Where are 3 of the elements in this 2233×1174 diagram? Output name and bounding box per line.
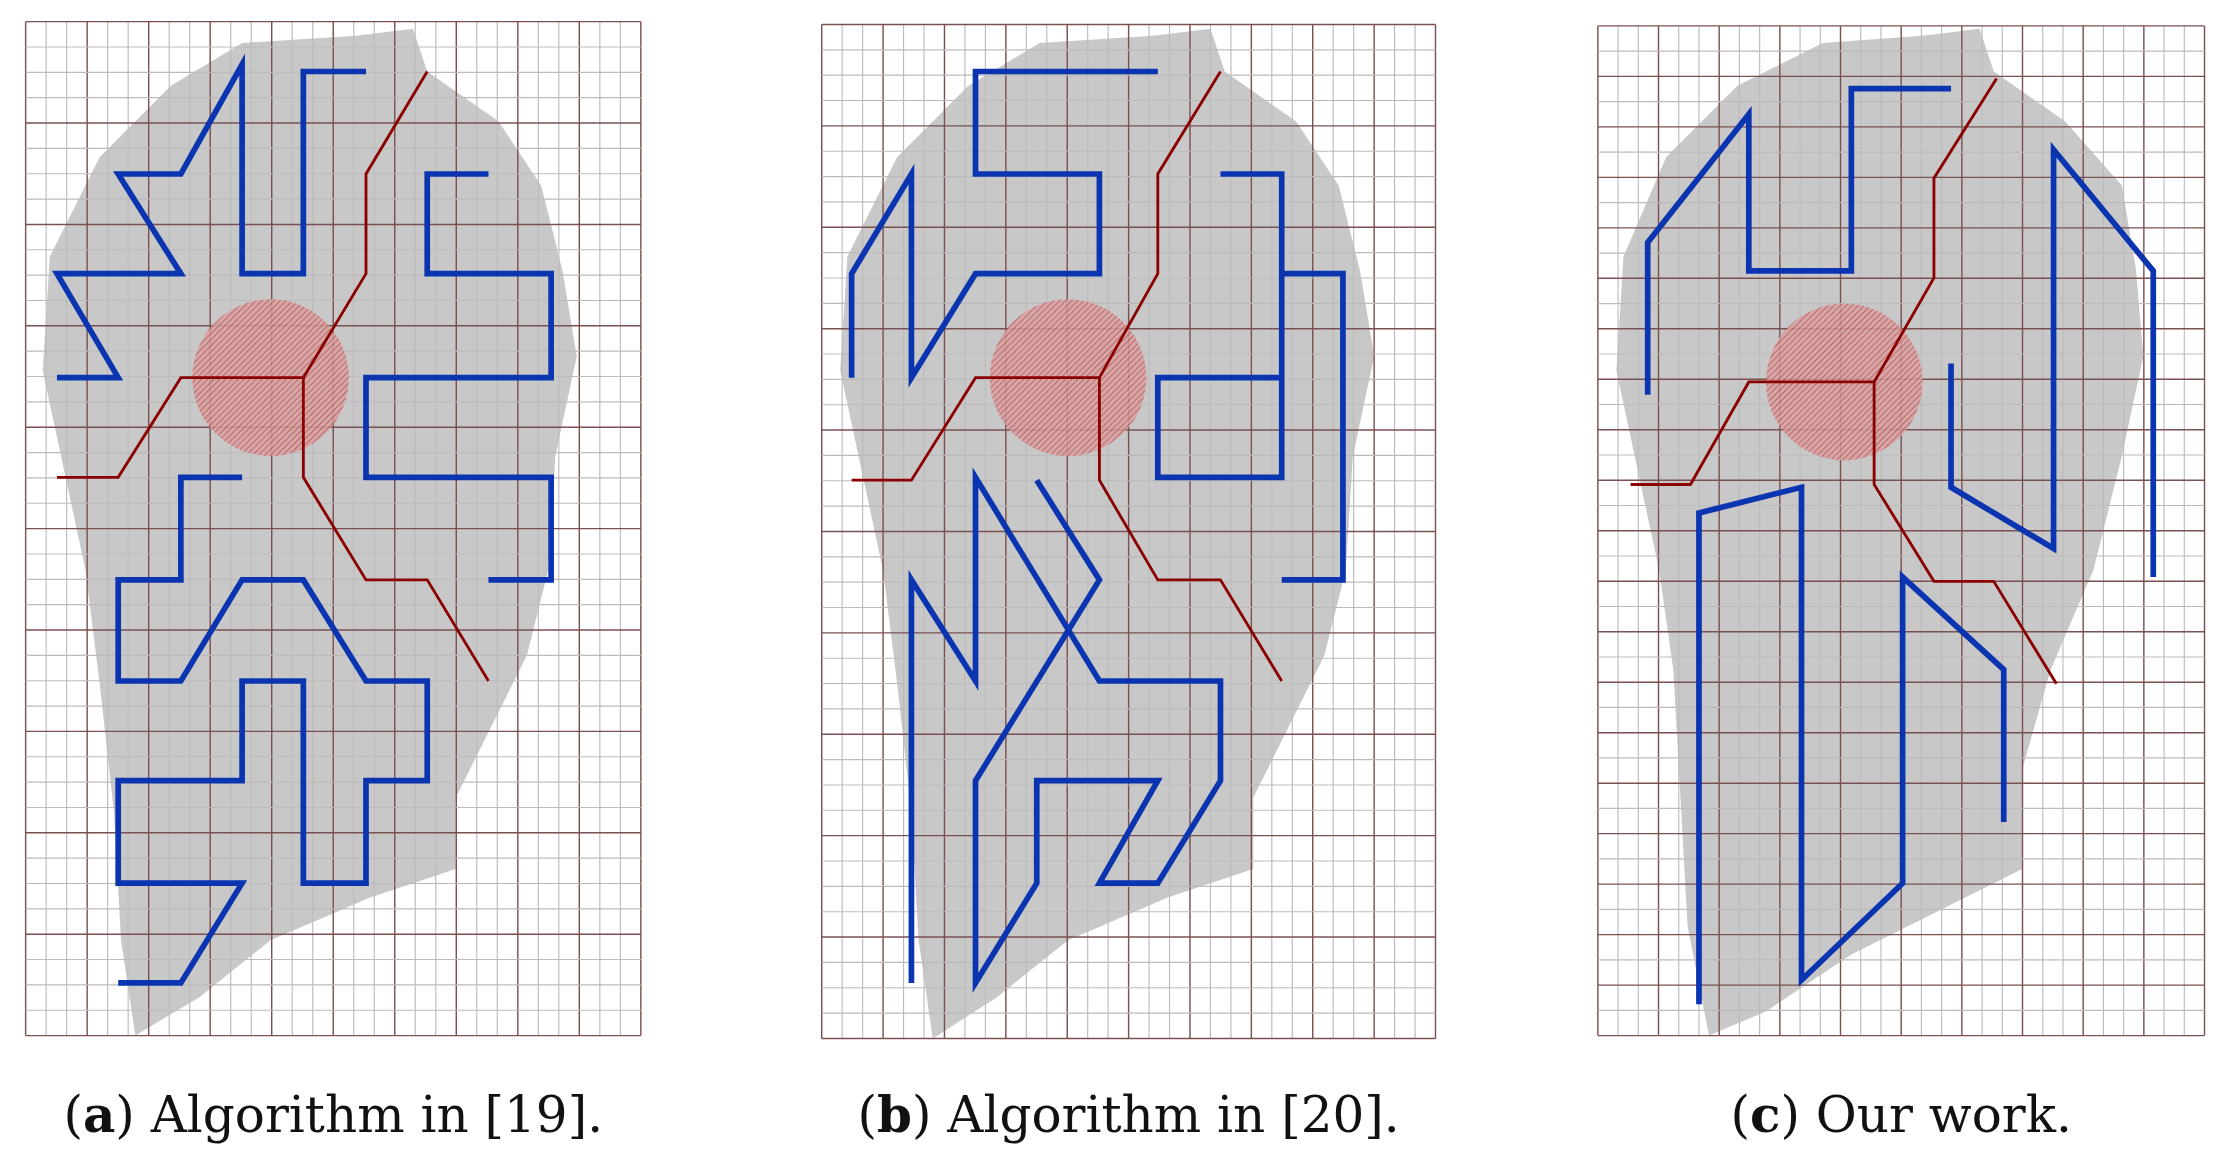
panel-caption: (c) Our work.	[1730, 1085, 2072, 1144]
panel-caption: (b) Algorithm in [20].	[857, 1085, 1400, 1144]
panel-caption: (a) Algorithm in [19].	[63, 1085, 604, 1144]
